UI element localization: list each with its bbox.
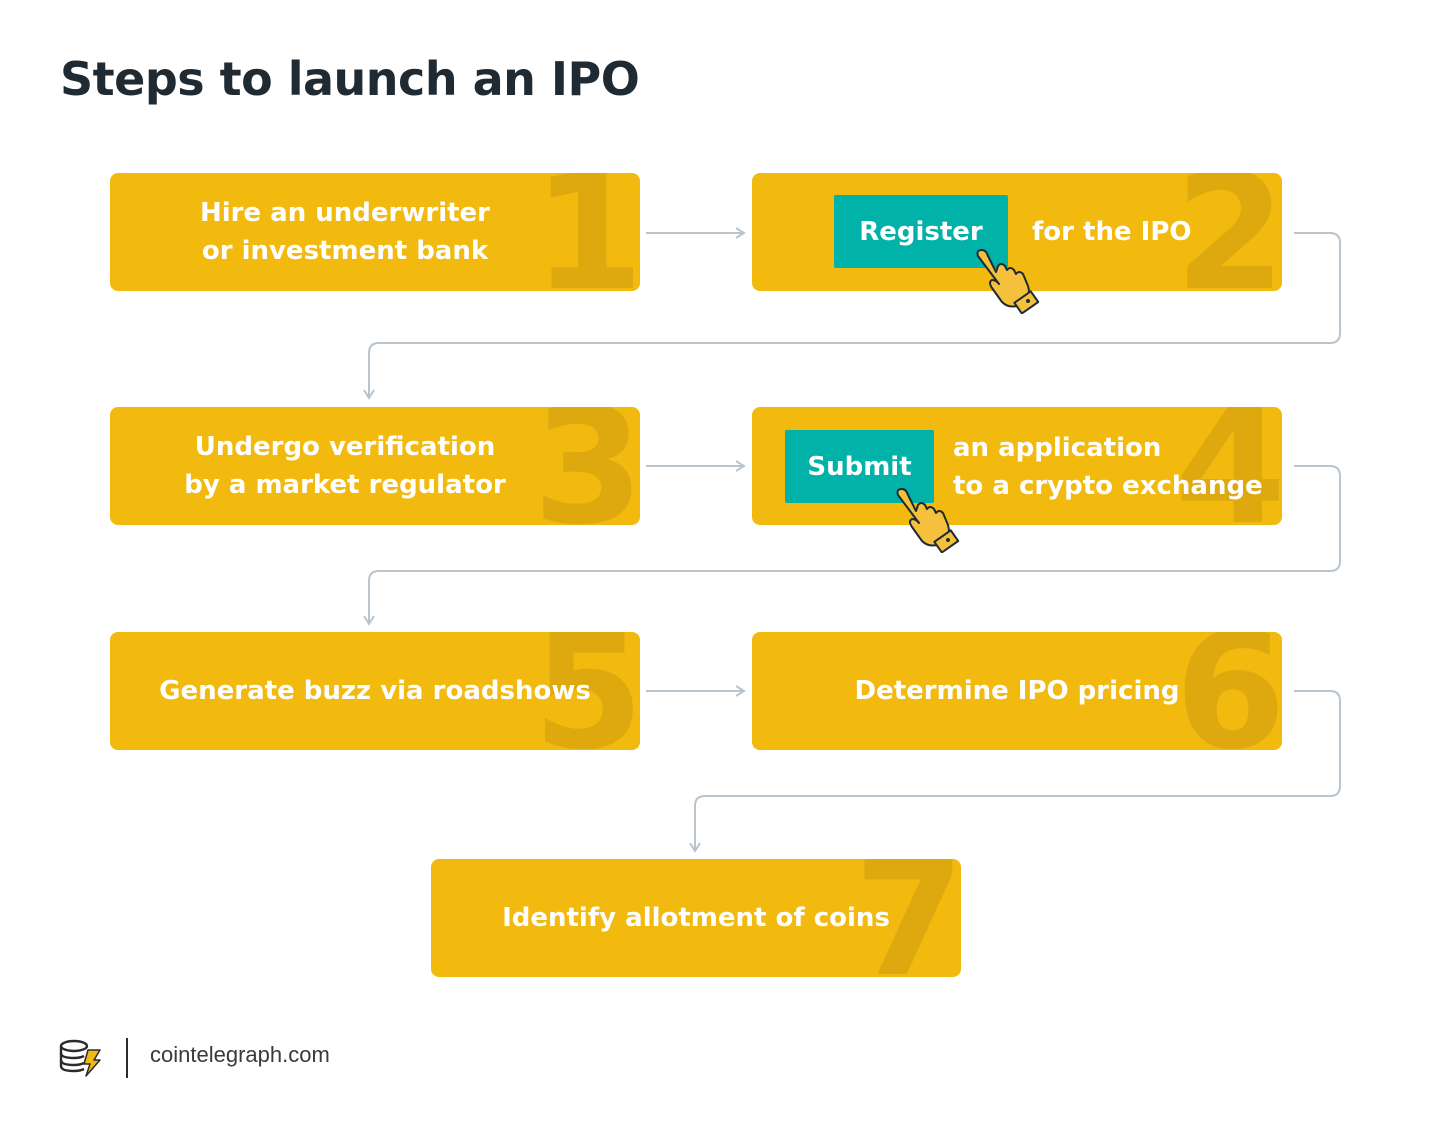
step-4-box: 4 Submit an application to a crypto exch…	[752, 407, 1282, 525]
pointing-hand-icon	[896, 488, 960, 553]
step-text-line: an application	[953, 433, 1162, 463]
step-text: an application to a crypto exchange	[953, 429, 1263, 505]
step-text-line: or investment bank	[201, 236, 489, 266]
step-2-box: 2 Register for the IPO	[752, 173, 1282, 291]
page-title: Steps to launch an IPO	[60, 52, 640, 106]
register-button[interactable]: Register	[834, 195, 1008, 268]
step-number: 4	[1174, 407, 1282, 525]
step-text: Generate buzz via roadshows	[159, 676, 591, 706]
step-number: 3	[532, 407, 640, 525]
step-text-line: Hire an underwriter	[199, 198, 490, 228]
pointing-hand-icon	[976, 249, 1040, 314]
step-text: Determine IPO pricing	[854, 676, 1180, 706]
step-text: Hire an underwriter or investment bank	[110, 173, 580, 291]
step-number: 6	[1174, 632, 1282, 750]
step-number: 5	[532, 632, 640, 750]
step-text: for the IPO	[1032, 217, 1192, 247]
step-7-box: 7 Identify allotment of coins	[431, 859, 961, 977]
cointelegraph-logo-icon	[59, 1039, 101, 1077]
step-text-line: Undergo verification	[194, 432, 496, 462]
step-number: 1	[532, 173, 640, 291]
step-text: Undergo verification by a market regulat…	[110, 407, 580, 525]
step-text: Identify allotment of coins	[502, 903, 890, 933]
connector-6-7	[689, 690, 1341, 853]
step-6-box: 6 Determine IPO pricing	[752, 632, 1282, 750]
step-3-box: 3 Undergo verification by a market regul…	[110, 407, 640, 525]
step-1-box: 1 Hire an underwriter or investment bank	[110, 173, 640, 291]
step-number: 7	[853, 859, 961, 977]
connector-2-3	[363, 232, 1341, 400]
step-5-box: 5 Generate buzz via roadshows	[110, 632, 640, 750]
connector-4-5	[363, 465, 1341, 626]
step-text-line: by a market regulator	[184, 470, 506, 500]
step-text-line: to a crypto exchange	[953, 471, 1263, 501]
footer-site[interactable]: cointelegraph.com	[150, 1042, 330, 1067]
footer-divider	[126, 1038, 128, 1078]
submit-button[interactable]: Submit	[785, 430, 934, 503]
step-number: 2	[1174, 173, 1282, 291]
